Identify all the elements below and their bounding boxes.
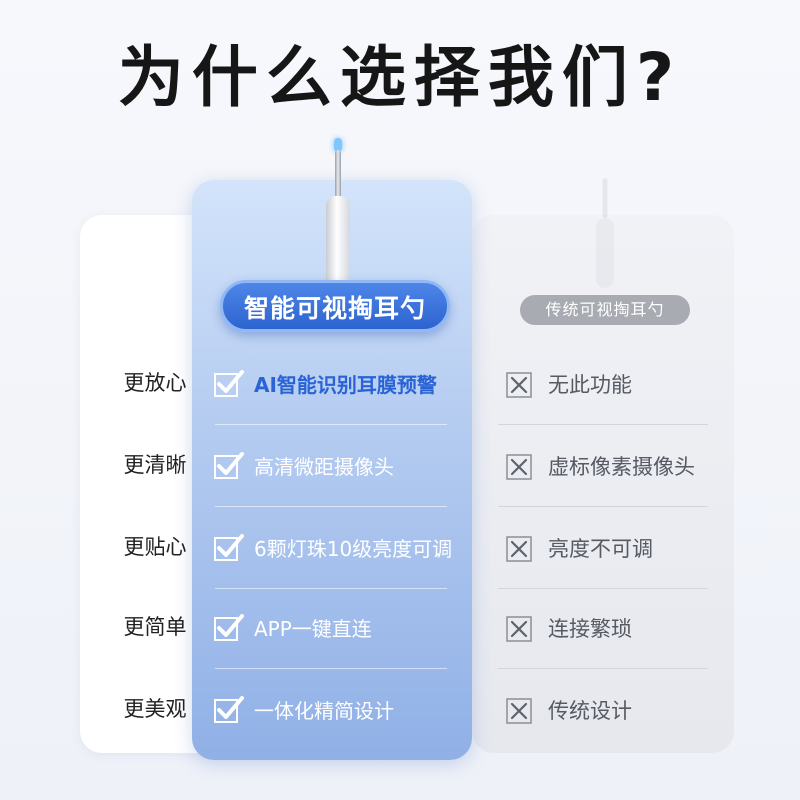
divider — [498, 506, 708, 507]
row-label: 更简单 — [123, 615, 187, 639]
page-title: 为什么选择我们? — [117, 39, 683, 116]
check-icon — [214, 696, 244, 723]
cross-icon — [506, 698, 532, 724]
ours-feature: APP一键直连 — [254, 617, 372, 641]
row-label: 更贴心 — [123, 535, 187, 559]
ear-pick-device-icon — [318, 138, 358, 318]
cross-icon — [506, 616, 532, 642]
cross-icon — [506, 372, 532, 398]
traditional-feature: 连接繁琐 — [548, 617, 632, 641]
check-icon — [214, 534, 244, 561]
check-icon — [214, 452, 244, 479]
divider — [498, 668, 708, 669]
ours-badge: 智能可视掏耳勺 — [220, 280, 450, 332]
cross-icon — [506, 536, 532, 562]
ours-feature: 高清微距摄像头 — [254, 455, 394, 479]
divider — [498, 588, 708, 589]
traditional-feature: 传统设计 — [548, 699, 632, 723]
row-label: 更美观 — [123, 697, 187, 721]
divider — [498, 424, 708, 425]
traditional-feature: 亮度不可调 — [548, 537, 653, 561]
ear-pick-device-icon — [585, 178, 625, 288]
divider — [215, 668, 447, 669]
check-icon — [214, 614, 244, 641]
ours-feature: AI智能识别耳膜预警 — [254, 373, 437, 397]
ours-feature: 一体化精简设计 — [254, 699, 394, 723]
row-label: 更放心 — [123, 371, 187, 395]
traditional-badge: 传统可视掏耳勺 — [520, 295, 690, 325]
divider — [215, 588, 447, 589]
cross-icon — [506, 454, 532, 480]
divider — [215, 506, 447, 507]
ours-feature: 6颗灯珠10级亮度可调 — [254, 537, 453, 561]
traditional-feature: 无此功能 — [548, 373, 632, 397]
row-label: 更清晰 — [123, 453, 187, 477]
traditional-feature: 虚标像素摄像头 — [548, 455, 695, 479]
check-icon — [214, 370, 244, 397]
divider — [215, 424, 447, 425]
